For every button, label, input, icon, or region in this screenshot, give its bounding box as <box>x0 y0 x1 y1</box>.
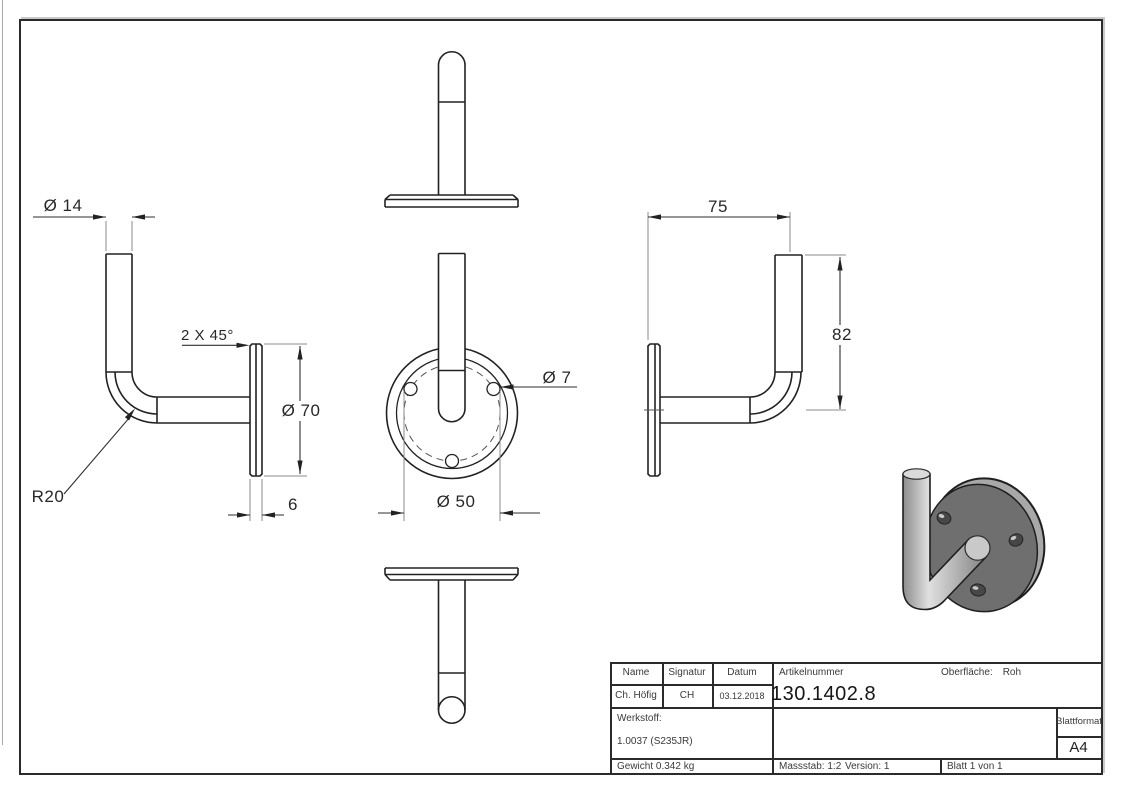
titleblock-article-number-value: 130.1402.8 <box>771 683 877 705</box>
dimension-arrowheads <box>93 214 843 518</box>
titleblock-line <box>610 707 1101 709</box>
titleblock-date-value: 03.12.2018 <box>719 691 765 701</box>
titleblock-line <box>1056 736 1101 738</box>
titleblock-signature-value: CH <box>679 690 695 701</box>
titleblock-line <box>940 758 942 775</box>
side-view-right <box>644 254 803 477</box>
dim-bend-radius: R20 <box>31 487 65 506</box>
front-tube <box>437 252 466 423</box>
leader-r20 <box>63 416 131 495</box>
top-tube <box>437 50 466 195</box>
iso-tube-top-cap <box>902 468 931 480</box>
top-view <box>384 50 519 208</box>
bottom-view <box>384 567 519 725</box>
titleblock-line <box>712 662 714 707</box>
dim-tube-diameter: Ø 14 <box>43 196 83 215</box>
surface-value: Roh <box>1002 667 1022 678</box>
bottom-plate-bar <box>384 567 519 581</box>
titleblock-surface: Oberfläche: Roh <box>941 667 1021 678</box>
dim-bolt-circle-diameter: Ø 50 <box>436 492 476 511</box>
bottom-tube-end-circle <box>437 695 466 725</box>
extension-lines <box>105 212 846 521</box>
dim-bracket-height: 82 <box>825 325 859 345</box>
iso-tube-end-cap <box>964 535 991 561</box>
dimension-lines <box>33 216 841 516</box>
right-elbow-arcs <box>749 371 802 424</box>
bottom-tube <box>437 580 466 710</box>
left-elbow-arcs <box>105 371 158 424</box>
left-vertical-tube <box>105 253 133 373</box>
surface-label: Oberfläche: <box>941 667 993 678</box>
drawing-border-frame <box>19 19 1103 775</box>
titleblock-line <box>610 758 1101 760</box>
dim-plate-thickness: 6 <box>288 495 298 514</box>
titleblock-line <box>610 662 1101 664</box>
titleblock-material-value: 1.0037 (S235JR) <box>617 736 693 747</box>
window-left-edge <box>2 0 3 745</box>
titleblock-date-label: Datum <box>727 667 757 678</box>
hole-right <box>486 381 501 397</box>
chamfer-note: 2 X 45° <box>181 327 234 344</box>
titleblock-weight: Gewicht 0.342 kg <box>617 761 695 772</box>
side-view-left <box>105 253 263 477</box>
dim-bracket-width: 75 <box>708 197 728 216</box>
titleblock-line <box>772 662 774 775</box>
iso-hole-highlights <box>938 514 1017 590</box>
titleblock-material-label: Werkstoff: <box>617 713 662 724</box>
titleblock-name-value: Ch. Höfig <box>615 690 657 701</box>
iso-preview-render <box>902 468 1046 613</box>
titleblock-sheet-number: Blatt 1 von 1 <box>947 761 1003 772</box>
top-plate-bar <box>384 194 519 208</box>
titleblock-line <box>662 662 664 707</box>
hole-left <box>403 381 418 397</box>
titleblock-line <box>610 662 612 775</box>
right-horizontal-tube <box>660 396 751 424</box>
dim-plate-diameter: Ø 70 <box>279 401 323 421</box>
titleblock-version: Version: 1 <box>845 761 890 772</box>
front-view <box>385 252 519 480</box>
dim-hole-diameter: Ø 7 <box>542 368 572 387</box>
titleblock-article-number-label: Artikelnummer <box>779 667 844 678</box>
titleblock-scale: Massstab: 1:2 <box>779 761 842 772</box>
hole-bottom <box>444 453 460 469</box>
left-horizontal-tube <box>156 396 250 424</box>
titleblock-line <box>610 684 772 686</box>
right-vertical-tube <box>774 254 803 373</box>
left-plate-side <box>249 343 263 477</box>
front-tube-dome-mask <box>438 408 465 422</box>
front-tube-mask <box>438 253 465 409</box>
titleblock-format-value: A4 <box>1069 739 1088 756</box>
titleblock-name-label: Name <box>622 667 650 678</box>
titleblock-signature-label: Signatur <box>668 667 706 678</box>
titleblock-line <box>1056 707 1058 758</box>
titleblock-format-label: Blattformat <box>1056 716 1102 727</box>
